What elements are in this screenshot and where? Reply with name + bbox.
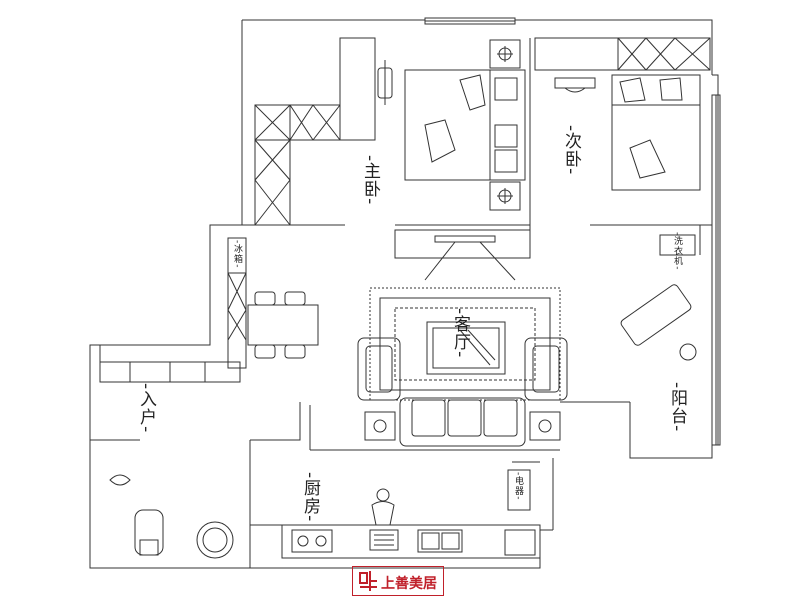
brand-logo: 上善美居 [352, 566, 444, 596]
tv-cabinet [394, 229, 531, 259]
room-label-second: -次卧- [561, 125, 581, 176]
armchair [357, 337, 401, 401]
fridge-label: -冰箱- [232, 240, 242, 269]
second-bed [611, 74, 701, 191]
counter [281, 524, 541, 559]
armchair [524, 337, 568, 401]
electric-box-label: -电器- [513, 472, 523, 501]
room-label-living: -客厅- [450, 308, 470, 359]
brand-mark-icon [359, 571, 377, 591]
nightstand [489, 181, 521, 211]
master-wardrobe [339, 37, 376, 141]
dining-table [247, 304, 319, 346]
basin [196, 521, 234, 559]
room-label-balcony: -阳台- [667, 382, 687, 433]
lounge-chair [620, 284, 692, 346]
room-label-kitchen: -厨房- [300, 472, 320, 523]
washer-label: -洗衣机- [672, 232, 682, 271]
room-label-master: -主卧- [360, 155, 380, 206]
sofa [399, 397, 526, 447]
stove [291, 529, 333, 553]
electric-box [507, 469, 531, 511]
brand-name: 上善美居 [381, 576, 437, 592]
nightstand [489, 39, 521, 69]
second-wardrobe [534, 37, 711, 71]
outer-wall [89, 19, 719, 569]
cook-figure [376, 488, 390, 502]
toilet [134, 509, 164, 556]
room-label-entrance: -入户- [136, 383, 156, 434]
washer [659, 234, 696, 256]
coffee-table [426, 321, 506, 375]
sink [417, 529, 463, 553]
